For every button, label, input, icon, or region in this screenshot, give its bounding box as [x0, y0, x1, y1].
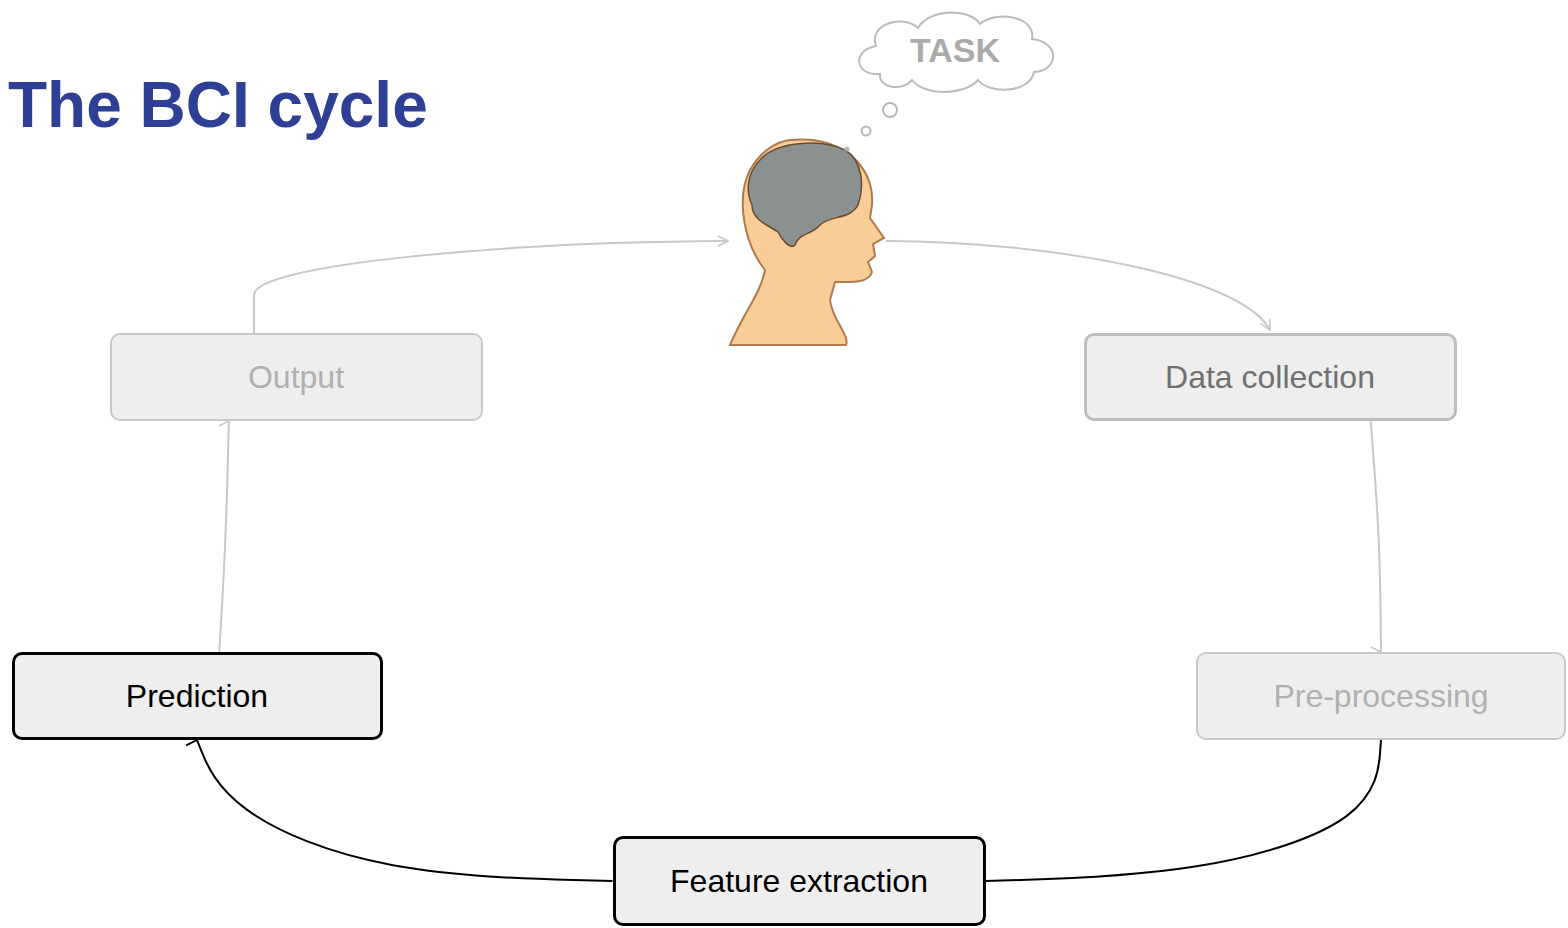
box-label: Prediction — [126, 678, 268, 715]
process-box: Prediction — [12, 652, 383, 740]
cycle-arrow — [1371, 421, 1381, 652]
cloud-shape — [859, 12, 1053, 92]
thought-bubble — [845, 147, 850, 152]
brain — [748, 143, 861, 246]
box-label: Feature extraction — [670, 863, 928, 900]
cycle-arrow — [986, 740, 1382, 881]
box-label: Pre-processing — [1273, 678, 1488, 715]
thought-bubble — [862, 127, 871, 136]
process-box: Output — [110, 333, 483, 421]
process-box: Data collection — [1084, 333, 1457, 421]
slide-title: The BCI cycle — [8, 68, 428, 142]
process-box: Pre-processing — [1196, 652, 1566, 740]
feedback-line — [254, 241, 728, 333]
cycle-arrow — [219, 421, 229, 652]
head-silhouette — [730, 139, 884, 345]
thought-bubble — [883, 103, 897, 117]
process-box: Feature extraction — [613, 836, 986, 926]
box-label: Output — [248, 359, 344, 396]
cloud-label: TASK — [910, 31, 1000, 70]
head-illustration — [730, 103, 897, 345]
cycle-arrow — [197, 740, 613, 881]
box-label: Data collection — [1165, 359, 1375, 396]
signal-line — [886, 241, 1270, 330]
thought-cloud: TASK — [848, 4, 1063, 96]
